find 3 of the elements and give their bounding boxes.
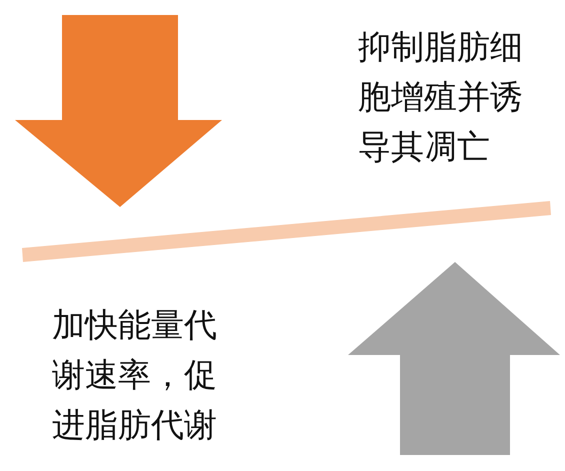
caption-text: 加快能量代谢速率，促进脂肪代谢 [52,304,218,446]
seesaw-bar [22,201,551,262]
caption-text: 抑制脂肪细胞增殖并诱导其凋亡 [358,26,524,168]
